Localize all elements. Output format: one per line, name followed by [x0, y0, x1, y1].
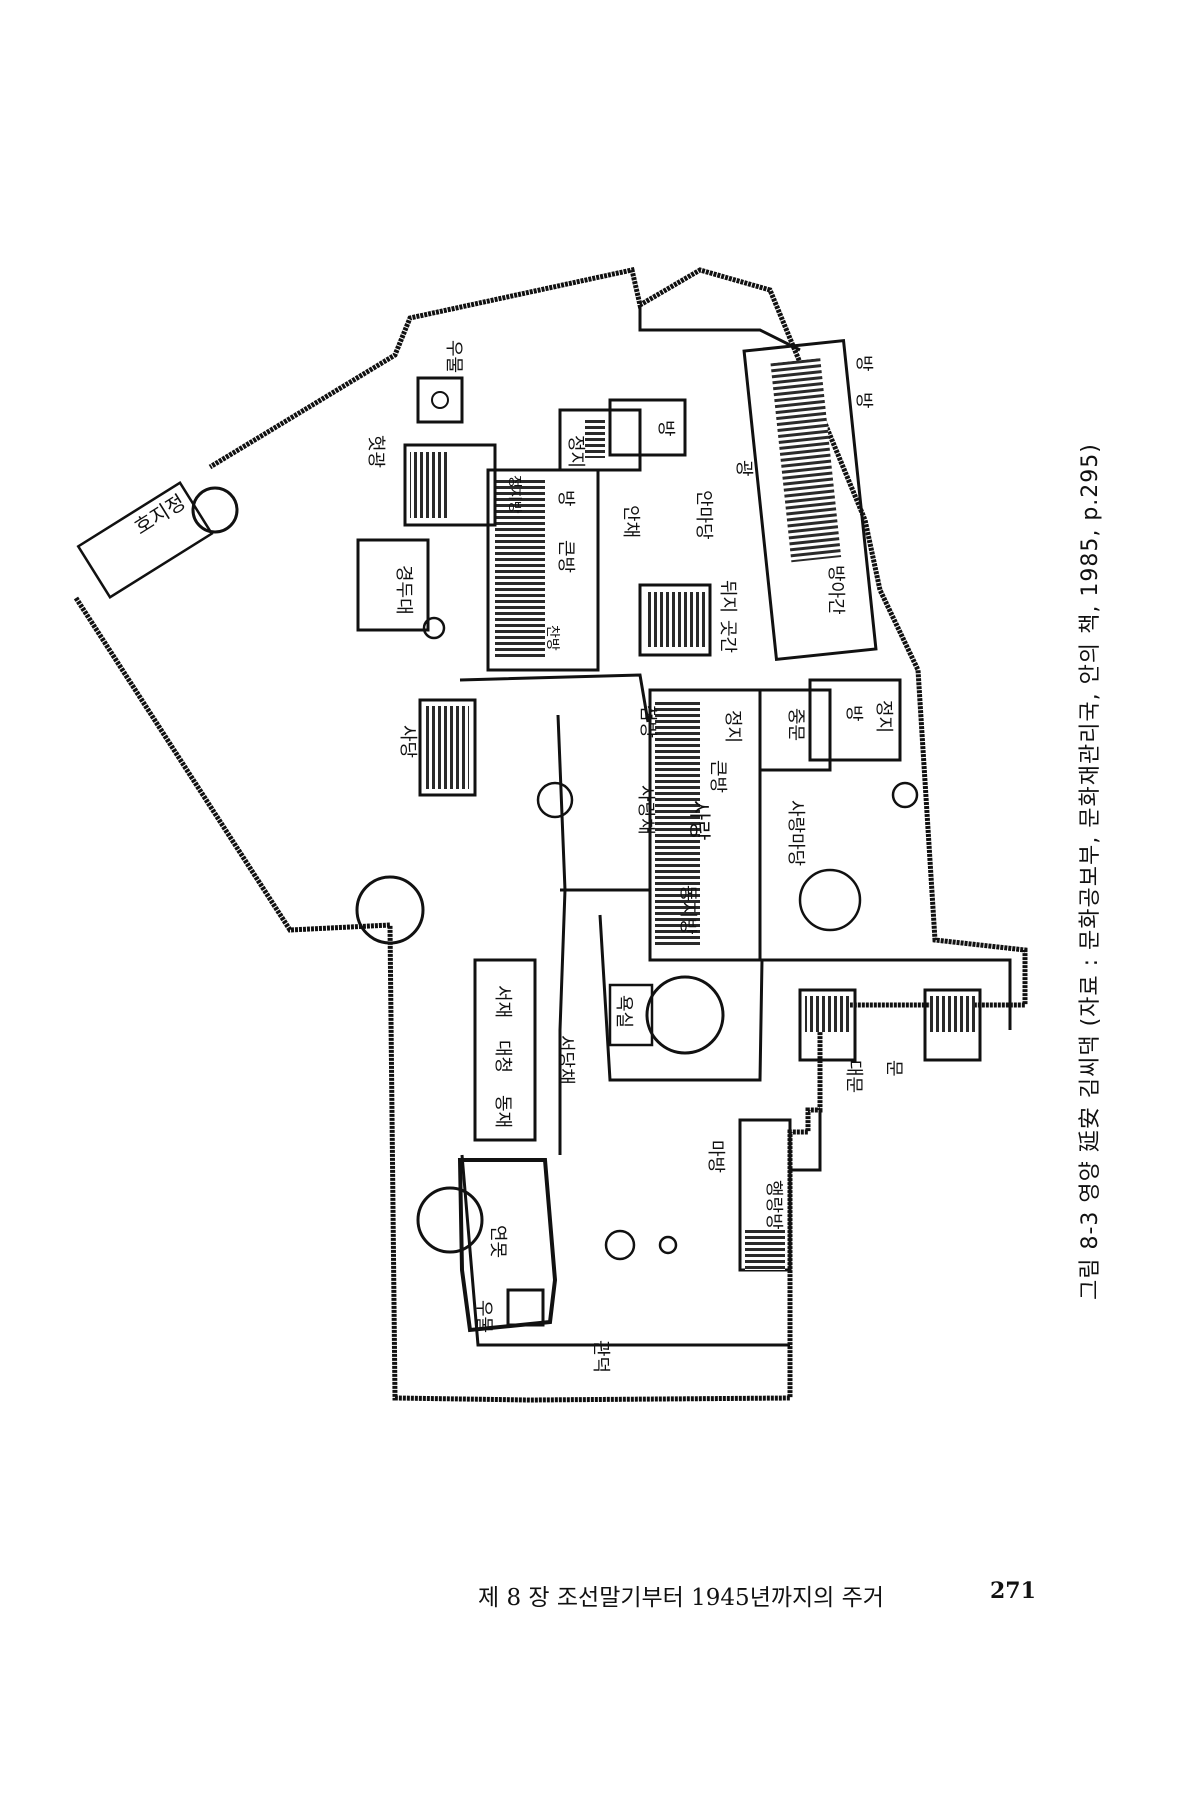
tree — [416, 1186, 484, 1254]
label-sadang: 사당 — [397, 725, 418, 758]
label-ubul-top: 우물 — [443, 340, 464, 373]
label-jeongjibang: 정지방 — [506, 475, 522, 514]
label-jeongji-top: 정지 — [565, 435, 586, 468]
tree — [891, 781, 919, 809]
tree — [422, 616, 446, 640]
tree — [355, 875, 425, 945]
well-top — [416, 376, 464, 424]
label-seodangchae: 서당채 — [555, 1035, 576, 1085]
chapter-title: 제 8 장 조선말기부터 1945년까지의 주거 — [478, 1585, 884, 1611]
page-number: 271 — [990, 1578, 1036, 1604]
label-jeongji-sa: 정지 — [722, 710, 743, 743]
label-dongjae: 동재 — [492, 1095, 513, 1128]
inner-wall — [459, 673, 650, 723]
inner-wall — [460, 1154, 790, 1347]
outer-wall — [73, 267, 1028, 1403]
label-anchae: 안채 — [620, 505, 641, 538]
label-dwiji: 뒤지 — [717, 580, 738, 613]
label-sarang: 사랑 — [686, 800, 711, 840]
label-anmadang: 안마당 — [693, 490, 714, 540]
label-gyeongdudae: 경두대 — [393, 565, 414, 615]
label-seojae: 서재 — [492, 985, 513, 1018]
pond-outline — [457, 1158, 558, 1333]
label-hojijeong: 호지정 — [130, 490, 190, 540]
label-sarangchae: 사랑채 — [635, 785, 656, 835]
label-jungmun: 중문 — [785, 708, 806, 741]
label-cheongbang: 첨방 — [637, 705, 658, 738]
label-dongjibang: 동지방 — [677, 885, 698, 935]
seodangchae-building — [473, 958, 537, 1142]
inner-wall — [760, 958, 1012, 1030]
label-bang-r1: 방 — [853, 355, 874, 372]
hojijeong-building — [76, 481, 214, 599]
tree — [645, 975, 725, 1055]
inner-wall — [598, 914, 764, 1082]
storehouse-building — [742, 338, 878, 662]
label-chanbang: 찬방 — [544, 625, 560, 651]
label-gotgan: 곳간 — [717, 620, 738, 653]
label-hangwang: 헛광 — [365, 435, 386, 468]
label-keunbang: 큰방 — [555, 540, 576, 573]
label-yeonmot: 연못 — [487, 1225, 508, 1258]
label-keonbang: 큰방 — [707, 760, 728, 793]
label-mabang: 마방 — [705, 1140, 726, 1173]
inner-wall — [556, 714, 567, 1155]
label-bang-an: 방 — [555, 490, 576, 507]
label-bang-gate: 방 — [843, 705, 864, 722]
label-ubul-bottom: 우물 — [473, 1300, 494, 1333]
label-mun: 문 — [883, 1060, 904, 1077]
label-daecheong: 대청 — [492, 1040, 513, 1073]
label-gwandeok: 관덕 — [590, 1340, 611, 1373]
anchae-building — [486, 468, 600, 672]
label-bang-small: 방 — [655, 420, 676, 437]
label-gwang: 광 — [733, 460, 754, 477]
label-bangagan: 방아간 — [825, 565, 846, 615]
label-sarangmadang: 사랑마당 — [785, 800, 806, 866]
label-daemun: 대문 — [843, 1060, 864, 1093]
figure-caption: 그림 8-3 영양 延安 김씨댁 (자료 : 문화공보부, 문화재관리국, 안의… — [1078, 443, 1103, 1300]
well-bottom — [506, 1288, 545, 1327]
tree — [658, 1235, 678, 1255]
label-bang-r2: 방 — [853, 392, 874, 409]
label-jeongji-gate: 정지 — [873, 700, 894, 733]
gyeongdudae-building — [356, 538, 430, 632]
tree — [604, 1229, 636, 1261]
inner-wall — [638, 305, 801, 352]
sadang-building — [418, 698, 477, 797]
tree — [798, 868, 862, 932]
tree — [191, 486, 239, 534]
label-yoksil: 욕실 — [613, 995, 634, 1028]
label-haengnangbang: 행랑방 — [763, 1180, 784, 1230]
sarangchae-building — [648, 688, 762, 962]
tree — [536, 781, 574, 819]
inner-wall — [790, 1110, 822, 1172]
